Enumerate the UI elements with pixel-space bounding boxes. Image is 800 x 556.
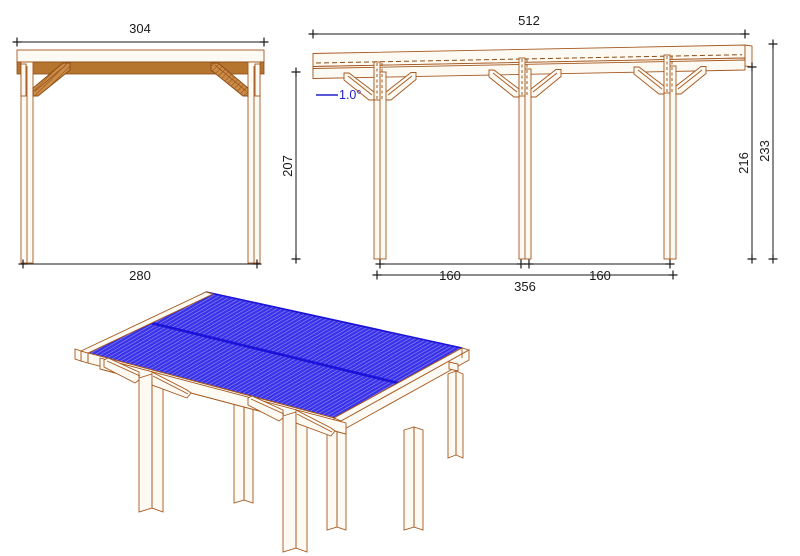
side-brace-3-right (675, 66, 707, 95)
dim-label-356: 356 (514, 279, 536, 294)
dimension-post-height-216: 216 (736, 62, 757, 264)
angle-label-1deg: 1.0° (339, 88, 361, 102)
iso-post-rear-left (233, 391, 254, 504)
iso-post-front-middle (282, 411, 308, 553)
iso-fascia-left-return (74, 291, 215, 362)
iso-bracket-right-eave (448, 361, 459, 372)
side-post-3 (663, 54, 677, 260)
iso-roof-seam (146, 320, 399, 385)
dim-label-512: 512 (518, 13, 540, 28)
dimension-bay-2: 160 (524, 259, 675, 283)
dimension-total-height-233: 233 (757, 39, 778, 264)
side-post-1 (373, 61, 387, 260)
front-brace-right (210, 62, 249, 97)
side-post-2 (518, 57, 532, 260)
annotation-roof-pitch: 1.0° (316, 88, 361, 102)
iso-brace-front-left (103, 357, 192, 399)
side-elevation: 512 (280, 13, 778, 294)
front-header-beam (16, 61, 265, 75)
side-brace-1-right (385, 72, 417, 101)
dim-label-207: 207 (280, 155, 295, 177)
dimension-side-post-span: 356 (372, 270, 678, 294)
front-brace-left (32, 62, 71, 97)
dimension-clear-height-207: 207 (280, 67, 301, 264)
dim-label-304: 304 (129, 21, 151, 36)
dim-label-233: 233 (757, 140, 772, 162)
dimension-front-roof-width: 304 (12, 21, 269, 47)
side-brace-2-left (488, 69, 520, 98)
iso-roof-seam-edge (205, 291, 463, 349)
front-elevation: 304 (12, 21, 269, 283)
dimension-bay-1: 160 (375, 259, 526, 283)
side-hidden-purlin (315, 54, 743, 64)
dimension-side-roof-length: 512 (308, 13, 750, 39)
dim-label-216: 216 (736, 152, 751, 174)
side-brace-2-right (530, 69, 562, 98)
side-brace-1-left (343, 72, 375, 101)
iso-brace-front-middle (247, 395, 336, 437)
front-roof-fascia (16, 49, 265, 63)
dimension-front-post-span: 280 (18, 259, 262, 283)
iso-post-front-right (403, 426, 424, 531)
front-post-left (20, 61, 34, 264)
front-post-right (247, 61, 261, 264)
isometric-3d-view (74, 291, 471, 553)
iso-post-rear-right (447, 370, 464, 459)
dim-label-280: 280 (129, 268, 151, 283)
iso-fascia-right (332, 347, 471, 432)
side-brace-3-left (633, 66, 665, 95)
iso-post-front-left (138, 373, 164, 513)
